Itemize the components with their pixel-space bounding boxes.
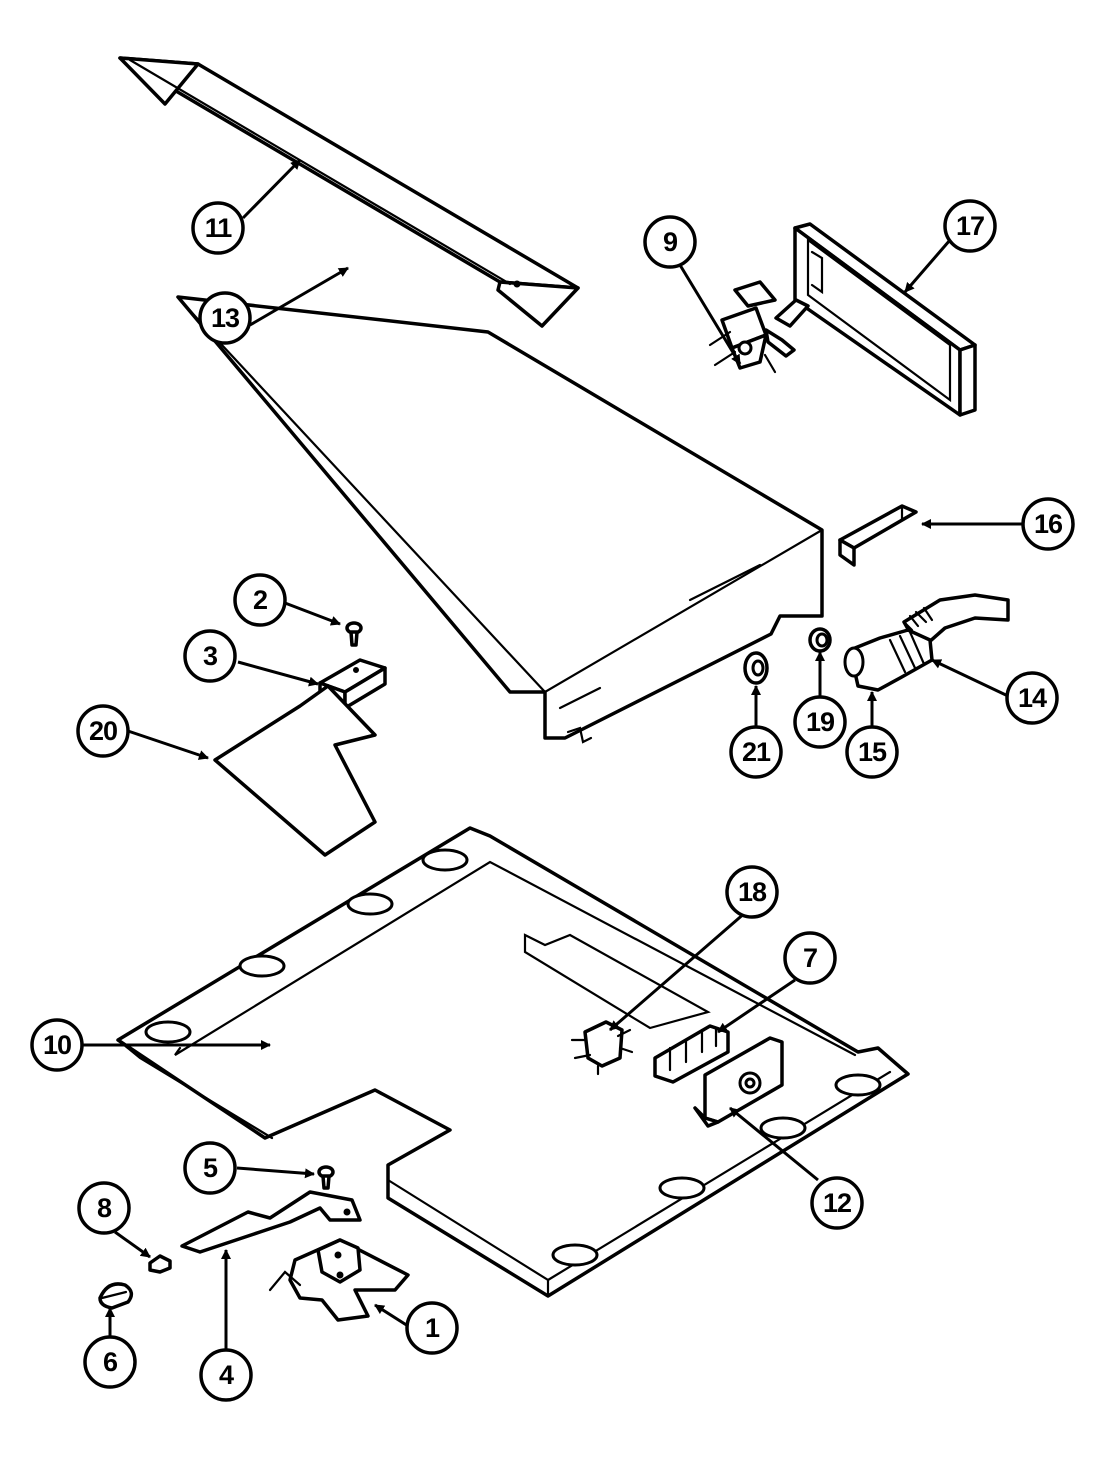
callout-19: 19: [793, 695, 847, 749]
leader-1: [374, 1303, 409, 1328]
leader-5: [236, 1166, 315, 1179]
part-18-terminal: [570, 1020, 634, 1076]
part-5-screw: [317, 1165, 335, 1190]
callout-16-label: 16: [1034, 509, 1063, 539]
leader-7: [717, 978, 796, 1034]
part-11-top-trim: [118, 56, 580, 328]
leader-8: [114, 1230, 151, 1259]
callout-17: 17: [943, 199, 997, 253]
callout-4: 4: [199, 1348, 253, 1402]
leader-20: [127, 729, 209, 760]
callout-3: 3: [183, 629, 237, 683]
callout-8-label: 8: [97, 1193, 112, 1223]
callout-10: 10: [30, 1018, 84, 1072]
callout-4-label: 4: [219, 1360, 234, 1390]
part-13-top-cover: [176, 295, 824, 744]
callout-13-label: 13: [211, 303, 240, 333]
leader-11: [241, 158, 302, 220]
callout-20-label: 20: [89, 716, 117, 746]
callout-21: 21: [729, 725, 783, 779]
leader-lines: [80, 158, 1022, 1350]
callout-3-label: 3: [203, 641, 218, 671]
callout-7: 7: [783, 931, 837, 985]
callout-8: 8: [77, 1181, 131, 1235]
part-10-base-frame: [116, 826, 910, 1298]
leader-17: [903, 239, 952, 293]
part-15-elbow: [843, 628, 934, 692]
callout-13: 13: [198, 291, 252, 345]
part-8-clip: [148, 1254, 172, 1274]
part-4-lever: [180, 1190, 362, 1254]
callout-17-label: 17: [956, 211, 984, 241]
callout-9-label: 9: [663, 227, 678, 257]
callout-12: 12: [810, 1176, 864, 1230]
leader-3: [237, 660, 319, 687]
part-7-terminal-strip: [653, 1024, 730, 1084]
callout-1-label: 1: [425, 1313, 440, 1343]
callout-14-label: 14: [1018, 683, 1047, 713]
leader-12: [729, 1106, 819, 1182]
callout-6: 6: [83, 1335, 137, 1389]
leader-9: [678, 264, 742, 365]
callout-10-label: 10: [43, 1030, 71, 1060]
callout-2: 2: [233, 573, 287, 627]
callout-18: 18: [725, 865, 779, 919]
callouts: 1 2 3 4 5 6 7 8: [30, 199, 1075, 1402]
callout-11: 11: [191, 201, 245, 255]
callout-12-label: 12: [823, 1188, 851, 1218]
part-1-latch: [268, 1238, 410, 1322]
part-19-grommet: [808, 627, 832, 653]
part-6-knob: [98, 1282, 134, 1310]
callout-14: 14: [1005, 671, 1059, 725]
leader-2: [284, 601, 341, 626]
part-20-insulation: [213, 684, 377, 857]
callout-2-label: 2: [253, 585, 267, 615]
callout-18-label: 18: [738, 877, 767, 907]
part-12-bracket: [693, 1036, 784, 1128]
callout-15: 15: [845, 725, 899, 779]
callout-20: 20: [76, 704, 130, 758]
part-21-washer: [743, 651, 769, 685]
callout-21-label: 21: [742, 737, 771, 767]
callout-11-label: 11: [205, 213, 233, 243]
part-2-screw: [345, 621, 363, 647]
callout-19-label: 19: [806, 707, 835, 737]
part-9-fan-motor: [708, 280, 810, 374]
leader-18: [609, 910, 747, 1032]
callout-5-label: 5: [203, 1153, 218, 1183]
leader-13: [249, 266, 349, 327]
callout-7-label: 7: [803, 943, 817, 973]
part-17-control-frame: [793, 222, 977, 417]
callout-6-label: 6: [103, 1347, 118, 1377]
part-16-bracket: [838, 504, 918, 567]
callout-5: 5: [183, 1141, 237, 1195]
callout-15-label: 15: [858, 737, 887, 767]
callout-16: 16: [1021, 497, 1075, 551]
callout-9: 9: [643, 215, 697, 269]
leader-14: [931, 658, 1009, 698]
callout-1: 1: [405, 1301, 459, 1355]
